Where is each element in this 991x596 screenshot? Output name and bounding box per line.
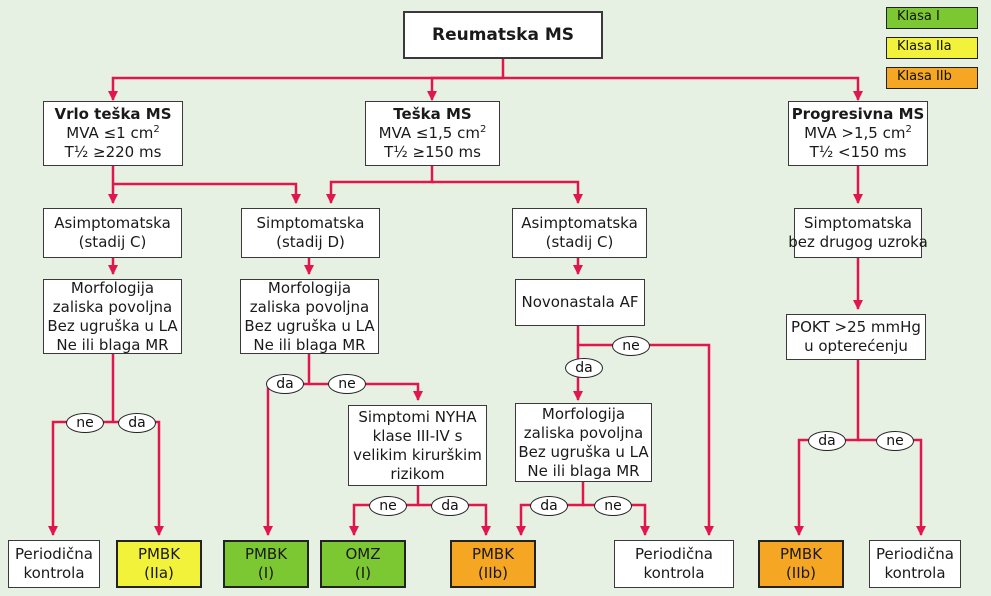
outcome-pmbk-i: PMBK (I) <box>223 540 309 588</box>
criteria-line: zaliska povoljna <box>52 297 173 316</box>
outcome-line: (I) <box>354 564 372 582</box>
severity-mva: MVA ≤1 cm2 <box>66 124 160 142</box>
criteria-line: Bez ugruška u LA <box>518 442 649 461</box>
stage-sym-other-box: Simptomatska bez drugog uzroka <box>788 208 928 258</box>
stage-line: (stadij D) <box>276 233 345 251</box>
outcome-line: (I) <box>257 564 275 582</box>
severity-progressive-box: Progresivna MS MVA >1,5 cm2 T½ <150 ms <box>788 101 928 166</box>
nyha-box: Simptomi NYHA klase III-IV s velikim kir… <box>348 405 487 486</box>
answer-yes-oval: da <box>530 496 568 516</box>
outcome-line: PMBK <box>471 545 515 563</box>
outcome-line: PMBK <box>244 545 288 563</box>
legend-klasa-iib: Klasa IIb <box>886 67 978 89</box>
stage-asym-c-2-box: Asimptomatska (stadij C) <box>512 208 647 258</box>
stage-asym-c-1-box: Asimptomatska (stadij C) <box>43 208 182 258</box>
outcome-line: Periodična <box>635 545 713 563</box>
answer-yes-oval: da <box>431 496 469 516</box>
outcome-line: (IIb) <box>785 564 817 582</box>
outcome-pmbk-iia: PMBK (IIa) <box>116 540 202 588</box>
root-title: Reumatska MS <box>431 24 574 45</box>
answer-no-oval: ne <box>66 413 104 433</box>
answer-no-oval: ne <box>594 496 632 516</box>
criteria-line: POKT >25 mmHg <box>791 318 921 336</box>
severity-very-severe-box: Vrlo teška MS MVA ≤1 cm2 T½ ≥220 ms <box>43 101 183 166</box>
outcome-line: kontrola <box>643 564 705 582</box>
answer-yes-oval: da <box>118 413 156 433</box>
outcome-line: kontrola <box>23 564 85 582</box>
severity-half-time: T½ ≥220 ms <box>64 143 162 161</box>
morphology-box-1: Morfologija zaliska povoljna Bez ugruška… <box>43 279 182 354</box>
outcome-line: PMBK <box>137 545 181 563</box>
answer-yes-oval: da <box>565 358 603 378</box>
answer-no-oval: ne <box>328 374 366 394</box>
stage-line: Asimptomatska <box>54 214 171 232</box>
answer-yes-oval: da <box>266 374 304 394</box>
outcome-omz-i: OMZ (I) <box>320 540 406 588</box>
criteria-line: Ne ili blaga MR <box>527 461 640 480</box>
outcome-periodic-control-3: Periodična kontrola <box>869 540 961 588</box>
stage-sym-d-box: Simptomatska (stadij D) <box>241 208 380 258</box>
outcome-line: kontrola <box>884 564 946 582</box>
stage-line: bez drugog uzroka <box>788 233 928 251</box>
criteria-line: Morfologija <box>70 278 155 297</box>
criteria-line: Morfologija <box>541 404 626 423</box>
stage-line: Asimptomatska <box>521 214 638 232</box>
criteria-line: Bez ugruška u LA <box>47 316 178 335</box>
criteria-line: Morfologija <box>267 278 352 297</box>
criteria-line: zaliska povoljna <box>249 297 370 316</box>
outcome-line: Periodična <box>876 545 954 563</box>
outcome-line: (IIa) <box>144 564 174 582</box>
criteria-line: Ne ili blaga MR <box>56 335 169 354</box>
criteria-line: zaliska povoljna <box>523 423 644 442</box>
new-af-box: Novonastala AF <box>515 279 645 326</box>
outcome-periodic-control-1: Periodična kontrola <box>8 540 100 588</box>
criteria-line: rizikom <box>390 464 445 483</box>
legend-klasa-i: Klasa I <box>886 7 978 29</box>
severity-title: Vrlo teška MS <box>54 105 172 123</box>
severity-severe-box: Teška MS MVA ≤1,5 cm2 T½ ≥150 ms <box>365 101 500 166</box>
severity-mva: MVA ≤1,5 cm2 <box>378 124 487 142</box>
severity-title: Teška MS <box>393 105 472 123</box>
outcome-line: OMZ <box>345 545 381 563</box>
outcome-periodic-control-2: Periodična kontrola <box>614 540 734 588</box>
answer-no-oval: ne <box>369 496 407 516</box>
criteria-line: Bez ugruška u LA <box>244 316 375 335</box>
criteria-line: Novonastala AF <box>521 293 639 311</box>
outcome-pmbk-iib-2: PMBK (IIb) <box>758 540 844 588</box>
legend-klasa-iia: Klasa IIa <box>886 37 978 59</box>
stage-line: (stadij C) <box>545 233 614 251</box>
pokt-box: POKT >25 mmHg u opterećenju <box>786 314 926 360</box>
stage-line: Simptomatska <box>256 214 365 232</box>
root-box: Reumatska MS <box>403 11 603 59</box>
severity-title: Progresivna MS <box>791 105 925 123</box>
answer-yes-oval: da <box>808 431 846 451</box>
criteria-line: Simptomi NYHA <box>358 407 477 426</box>
stage-line: (stadij C) <box>78 233 147 251</box>
criteria-line: velikim kirurškim <box>353 445 482 464</box>
criteria-line: Ne ili blaga MR <box>253 335 366 354</box>
severity-mva: MVA >1,5 cm2 <box>804 124 912 142</box>
outcome-pmbk-iib-1: PMBK (IIb) <box>450 540 536 588</box>
stage-line: Simptomatska <box>804 214 912 232</box>
outcome-line: PMBK <box>779 545 823 563</box>
answer-no-oval: ne <box>876 431 914 451</box>
morphology-box-2: Morfologija zaliska povoljna Bez ugruška… <box>240 279 379 354</box>
morphology-box-3: Morfologija zaliska povoljna Bez ugruška… <box>515 403 652 482</box>
outcome-line: (IIb) <box>477 564 509 582</box>
criteria-line: klase III-IV s <box>372 426 463 445</box>
answer-no-oval: ne <box>612 336 650 356</box>
severity-half-time: T½ ≥150 ms <box>384 143 481 161</box>
outcome-line: Periodična <box>15 545 93 563</box>
criteria-line: u opterećenju <box>804 337 908 355</box>
severity-half-time: T½ <150 ms <box>809 143 907 161</box>
